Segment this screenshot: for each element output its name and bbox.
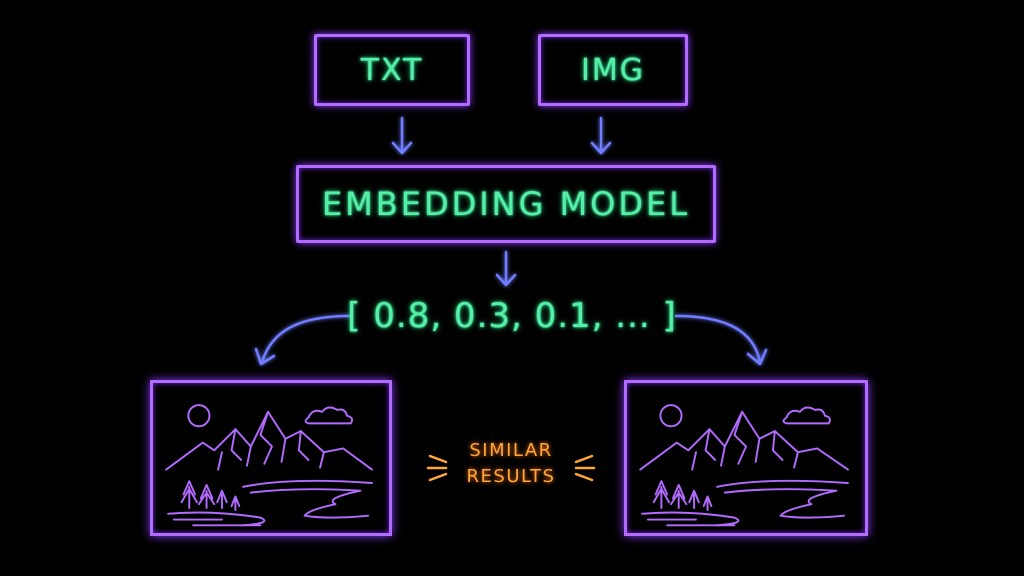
embedding-model-box: EMBEDDING MODEL bbox=[296, 165, 716, 243]
emphasis-dashes-icon bbox=[426, 454, 596, 482]
mountain-landscape-icon bbox=[639, 404, 849, 527]
result-image-right bbox=[624, 380, 868, 536]
image-input-label: IMG bbox=[581, 52, 645, 88]
embedding-model-label: EMBEDDING MODEL bbox=[321, 185, 691, 223]
embedding-vector-label: [ 0.8, 0.3, 0.1, ... ] bbox=[347, 296, 677, 336]
similar-label-line1: SIMILAR bbox=[469, 440, 553, 461]
similar-results-callout: SIMILAR RESULTS bbox=[426, 436, 596, 500]
arrow-img-to-model bbox=[590, 116, 612, 155]
mountain-landscape-icon bbox=[165, 404, 373, 527]
similar-label-line2: RESULTS bbox=[466, 466, 556, 487]
similar-results-label: SIMILAR RESULTS bbox=[456, 438, 566, 490]
arrow-vector-to-left-image bbox=[254, 314, 352, 366]
image-input-box: IMG bbox=[538, 34, 688, 106]
text-input-box: TXT bbox=[314, 34, 470, 106]
arrow-model-to-vector bbox=[495, 250, 517, 287]
arrow-txt-to-model bbox=[391, 116, 413, 155]
arrow-vector-to-right-image bbox=[674, 314, 768, 366]
text-input-label: TXT bbox=[360, 52, 424, 88]
result-image-left bbox=[150, 380, 392, 536]
